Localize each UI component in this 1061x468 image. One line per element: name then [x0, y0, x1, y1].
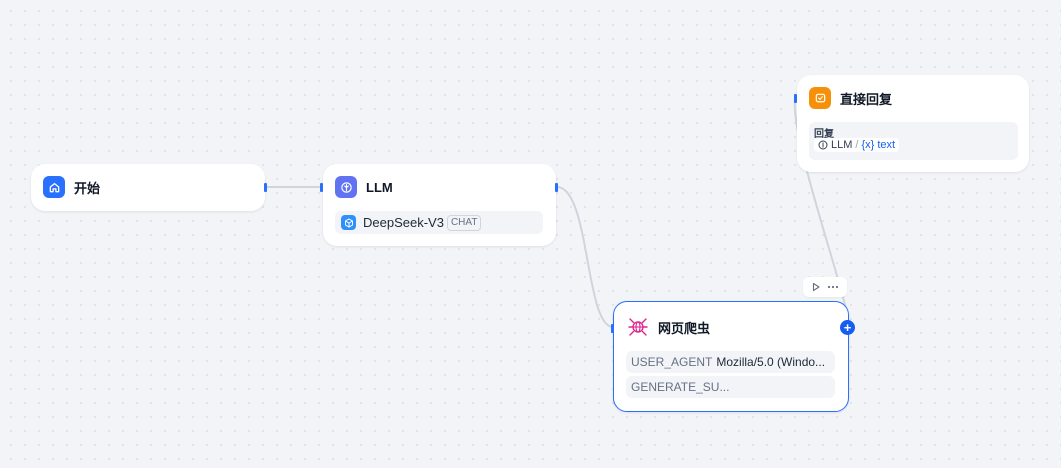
llm-model-row[interactable]: DeepSeek-V3 CHAT [335, 211, 543, 234]
llm-model-name: DeepSeek-V3 [363, 215, 444, 230]
crawler-node-toolbar [803, 277, 847, 297]
web-crawler-icon [627, 316, 649, 338]
reply-ref-var: {x} text [861, 139, 896, 151]
crawler-input-handle[interactable] [611, 324, 614, 333]
llm-node-title: LLM [366, 179, 393, 195]
reply-field-label: 回复 [814, 129, 834, 140]
add-next-node-button[interactable]: + [840, 320, 855, 335]
reply-field-block[interactable]: 回复 LLM / {x} text [809, 122, 1018, 160]
llm-node[interactable]: LLM DeepSeek-V3 CHAT [320, 164, 558, 246]
crawler-param-row[interactable]: GENERATE_SU... [626, 376, 835, 398]
home-icon [43, 176, 65, 198]
crawler-param-value: Mozilla/5.0 (Windo... [716, 355, 826, 369]
reply-variable-reference[interactable]: LLM / {x} text [814, 138, 900, 152]
start-node-title: 开始 [74, 180, 101, 196]
reply-node-header: 直接回复 [809, 86, 892, 110]
model-cube-icon [341, 215, 356, 230]
more-horizontal-icon[interactable] [827, 282, 839, 292]
reply-ref-separator: / [855, 139, 859, 151]
reply-node-title: 直接回复 [840, 91, 893, 107]
reply-ref-node: LLM [831, 139, 853, 151]
reply-icon [809, 87, 831, 109]
start-output-handle[interactable] [264, 183, 267, 192]
crawler-param-row[interactable]: USER_AGENT Mozilla/5.0 (Windo... [626, 351, 835, 373]
crawler-param-key: GENERATE_SU... [631, 380, 730, 394]
play-icon[interactable] [811, 282, 821, 292]
reply-input-handle[interactable] [794, 94, 797, 103]
crawler-node[interactable]: 网页爬虫 USER_AGENT Mozilla/5.0 (Windo... GE… [611, 301, 855, 412]
reply-node[interactable]: 直接回复 回复 LLM / {x} text [794, 75, 1029, 172]
llm-model-tag: CHAT [446, 214, 482, 231]
crawler-node-header: 网页爬虫 [627, 315, 710, 339]
start-node-header: 开始 [43, 175, 100, 199]
brain-icon [335, 176, 357, 198]
llm-node-header: LLM [335, 175, 393, 199]
crawler-param-key: USER_AGENT [631, 355, 713, 369]
edge-llm-crawler[interactable] [556, 186, 614, 328]
start-node[interactable]: 开始 [31, 164, 267, 211]
crawler-node-title: 网页爬虫 [658, 320, 711, 336]
llm-input-handle[interactable] [320, 183, 323, 192]
llm-output-handle[interactable] [555, 183, 558, 192]
brain-icon [818, 140, 828, 150]
